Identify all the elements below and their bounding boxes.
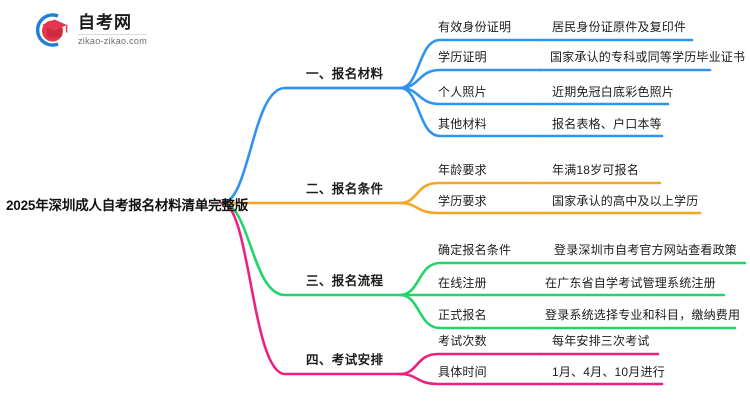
sub-label-4-1[interactable]: 考试次数 [438,334,487,348]
sub-label-1-1[interactable]: 有效身份证明 [438,20,512,34]
sub-desc-4-1[interactable]: 每年安排三次考试 [552,334,650,348]
branch-title-2[interactable]: 二、报名条件 [306,182,384,196]
sub-label-4-2[interactable]: 具体时间 [438,365,487,379]
site-logo: 自考网 zikao-zikao.com [28,10,148,50]
branch-title-3[interactable]: 三、报名流程 [306,274,384,288]
sub-label-1-2[interactable]: 学历证明 [438,50,487,64]
sub-label-2-1[interactable]: 年龄要求 [438,163,487,177]
sub-label-2-2[interactable]: 学历要求 [438,194,487,208]
branch-3-links [220,201,542,330]
sub-label-3-3[interactable]: 正式报名 [438,308,487,322]
branch-title-1[interactable]: 一、报名材料 [306,67,384,81]
sub-desc-1-3[interactable]: 近期免冠白底彩色照片 [552,85,675,99]
sub-desc-2-2[interactable]: 国家承认的高中及以上学历 [552,194,699,208]
logo-site-name: 自考网 [78,13,132,32]
sub-label-3-1[interactable]: 确定报名条件 [438,243,512,257]
sub-desc-1-2[interactable]: 国家承认的专科或同等学历毕业证书 [550,50,746,64]
branch-title-4[interactable]: 四、考试安排 [306,353,384,367]
sub-desc-3-1[interactable]: 登录深圳市自考官方网站查看政策 [554,243,738,257]
sub-desc-1-1[interactable]: 居民身份证原件及复印件 [552,20,687,34]
root-node-title[interactable]: 2025年深圳成人自考报名材料清单完整版 [6,198,249,213]
sub-desc-3-2[interactable]: 在广东省自学考试管理系统注册 [545,276,716,290]
sub-desc-2-1[interactable]: 年满18岁可报名 [552,163,639,177]
logo-site-url: zikao-zikao.com [78,34,148,46]
graduation-cap-in-circle-logo-icon [28,10,72,50]
sub-desc-1-4[interactable]: 报名表格、户口本等 [552,117,662,131]
sub-label-1-4[interactable]: 其他材料 [438,117,487,131]
sub-desc-4-2[interactable]: 1月、4月、10月进行 [552,365,665,379]
sub-label-3-2[interactable]: 在线注册 [438,276,487,290]
sub-desc-3-3[interactable]: 登录系统选择专业和科目，缴纳费用 [545,308,741,322]
sub-label-1-3[interactable]: 个人照片 [438,85,487,99]
